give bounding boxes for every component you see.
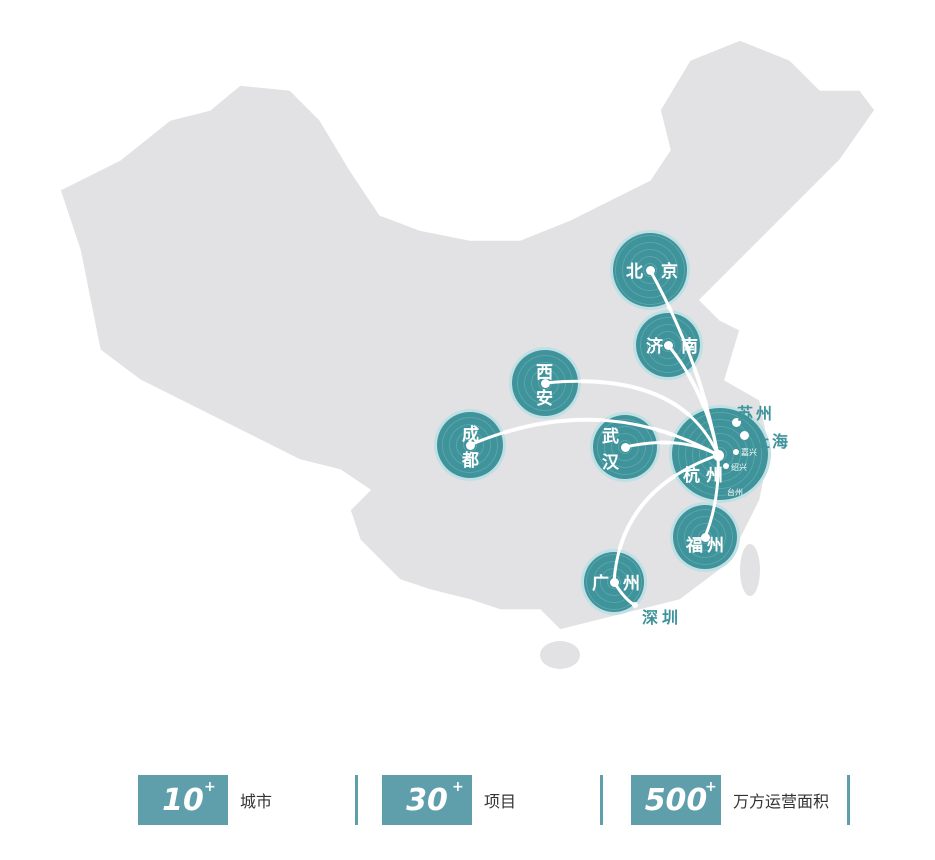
stat-area-label: 万方运营面积 [733, 792, 830, 811]
dot-hangzhou [713, 450, 724, 461]
stat-cities-label: 城市 [240, 792, 273, 811]
divider [355, 775, 358, 825]
dot-guangzhou [610, 578, 619, 587]
divider [600, 775, 603, 825]
dot-suzhou [732, 418, 741, 427]
dot-chengdu [466, 441, 475, 450]
stat-cities: 10+ 城市 [138, 775, 272, 825]
label-hangzhou: 杭州 [683, 466, 729, 486]
stat-projects-label: 项目 [484, 792, 517, 811]
label-shanghai: 上海 [754, 432, 791, 451]
label-jinan: 济南 [646, 337, 716, 357]
stat-projects-value: 30+ [382, 775, 472, 825]
label-xian: 西安 [536, 363, 553, 409]
dot-shenzhen [632, 602, 638, 608]
label-shenzhen: 深圳 [642, 608, 683, 627]
dot-wuhan [621, 443, 630, 452]
label-beijing: 北京 [626, 262, 696, 282]
label-guangzhou: 广州 [592, 574, 654, 594]
label-taizhou: 台州 [727, 488, 743, 497]
stat-area-value: 500+ [631, 775, 721, 825]
label-suzhou: 苏州 [737, 404, 776, 423]
label-shaoxing: 绍兴 [731, 463, 747, 472]
label-jiaxing: 嘉兴 [741, 448, 757, 457]
stat-area: 500+ 万方运营面积 [631, 775, 829, 825]
dot-jinan [664, 341, 673, 350]
dot-shanghai [740, 431, 749, 440]
stat-projects: 30+ 项目 [382, 775, 516, 825]
dot-fuzhou [701, 533, 710, 542]
dot-beijing [646, 266, 655, 275]
taiwan-island [740, 544, 760, 596]
dot-shaoxing [723, 463, 729, 469]
dot-jiaxing [733, 449, 739, 455]
label-fuzhou: 福州 [686, 536, 728, 556]
divider [847, 775, 850, 825]
stat-cities-value: 10+ [138, 775, 228, 825]
dot-xian [541, 379, 550, 388]
china-mainland [59, 39, 876, 631]
label-wuhan: 武汉 [602, 427, 619, 473]
label-chengdu: 成都 [462, 425, 479, 471]
hainan-island [540, 641, 580, 669]
china-map [59, 39, 876, 669]
